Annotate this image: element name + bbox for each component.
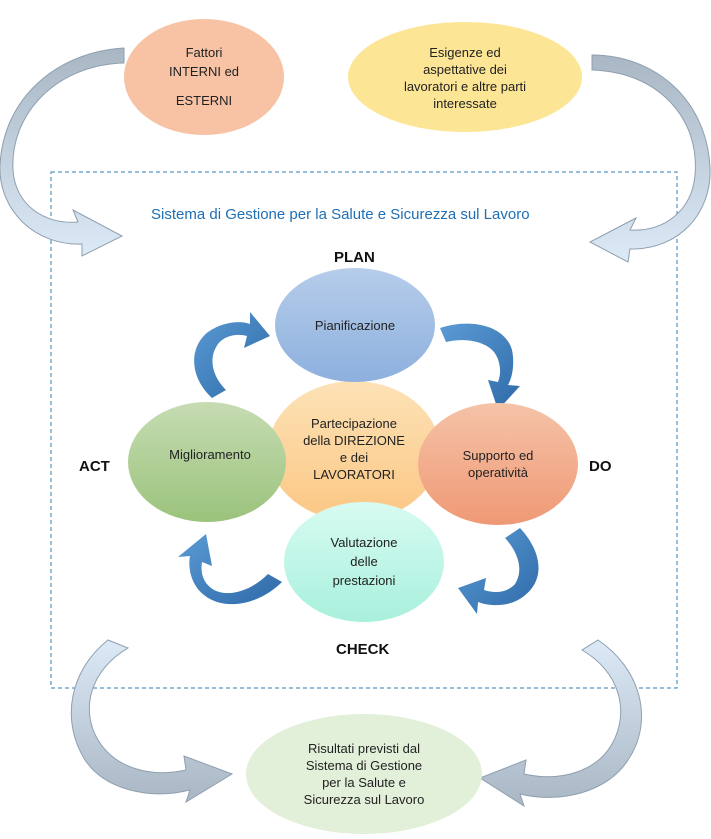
input-arrow-left: [0, 47, 125, 257]
node-valutazione-prestazioni: [284, 502, 444, 622]
cycle-arrow-do-to-check: [458, 528, 539, 614]
act-text: Miglioramento: [169, 447, 251, 462]
input-left-text: Fattori INTERNI ed ESTERNI: [168, 45, 240, 108]
phase-check-label: CHECK: [336, 641, 390, 658]
input-internal-external-factors: [124, 19, 284, 135]
cycle-arrow-plan-to-do: [440, 323, 520, 410]
input-worker-expectations: [348, 22, 582, 132]
input-arrow-right: [588, 54, 711, 263]
cycle-arrow-act-to-plan: [194, 312, 270, 398]
phase-act-label: ACT: [79, 458, 110, 475]
phase-do-label: DO: [589, 458, 612, 475]
phase-plan-label: PLAN: [334, 249, 375, 266]
node-pianificazione: [275, 268, 435, 382]
output-arrow-left: [70, 639, 234, 804]
output-expected-results: [246, 714, 482, 834]
check-text: Valutazione delle prestazioni: [330, 535, 398, 588]
input-right-text: Esigenze ed aspettative dei lavoratori e…: [403, 45, 527, 111]
output-arrow-right: [478, 639, 642, 808]
cycle-arrow-check-to-act: [178, 534, 282, 605]
center-text: Partecipazione della DIREZIONE e dei LAV…: [303, 416, 405, 482]
do-text: Supporto ed operatività: [462, 448, 534, 480]
system-title: Sistema di Gestione per la Salute e Sicu…: [151, 206, 530, 223]
center-participation: [268, 381, 440, 521]
system-frame: [50, 171, 678, 689]
node-supporto-operativita: [418, 403, 578, 525]
plan-text: Pianificazione: [314, 318, 396, 333]
node-miglioramento: [128, 402, 286, 522]
output-text: Risultati previsti dal Sistema di Gestio…: [303, 741, 425, 807]
